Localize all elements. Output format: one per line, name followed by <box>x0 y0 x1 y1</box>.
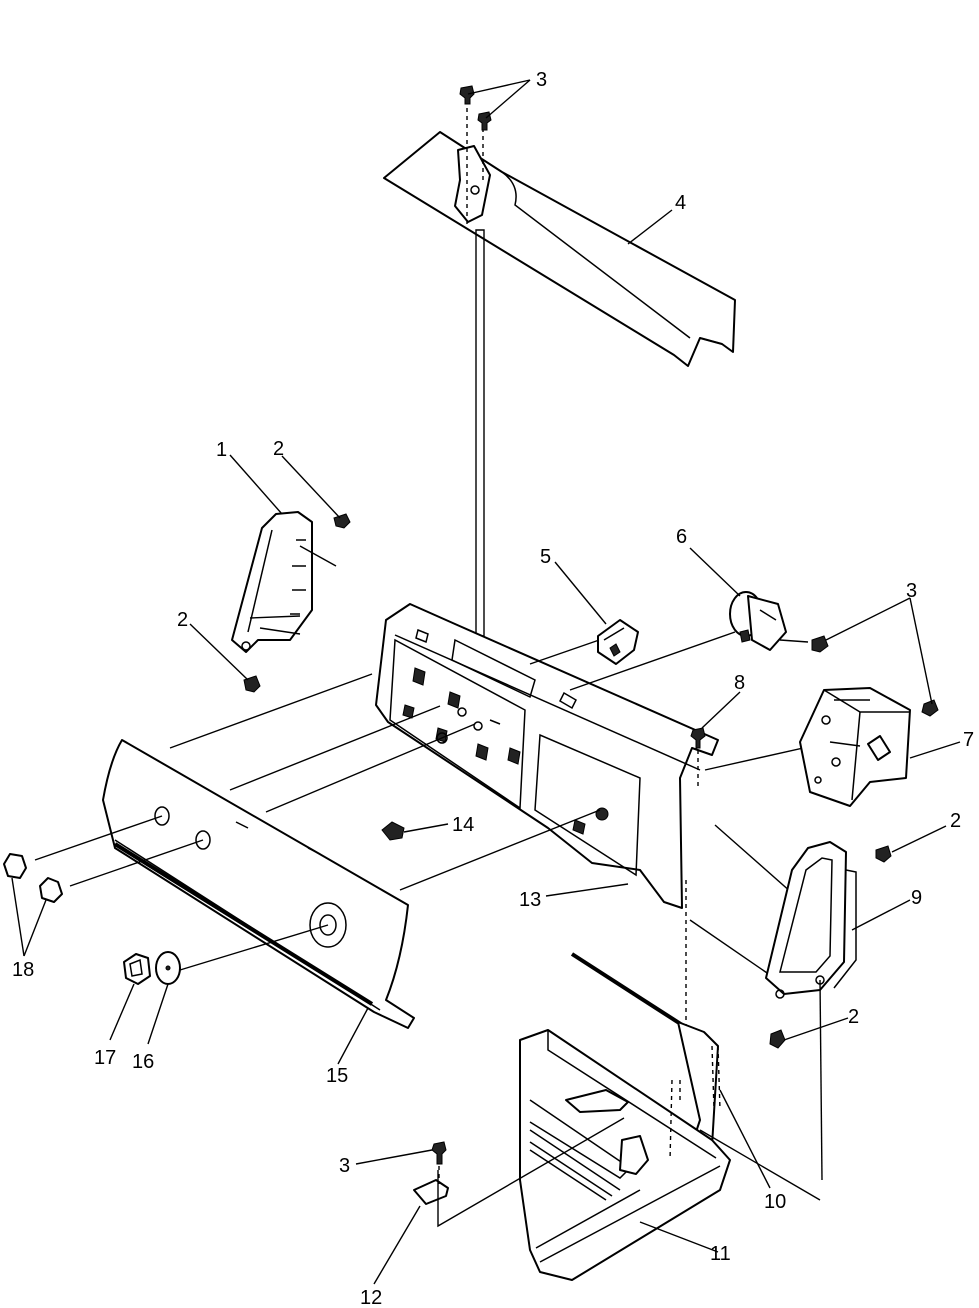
part-2-screw <box>243 513 892 1049</box>
callout-3: 3 <box>906 580 917 602</box>
part-3-screw-bottom <box>431 1141 447 1165</box>
callout-labels: 3 4 1 2 2 5 6 3 8 7 2 9 2 10 11 12 3 13 … <box>12 69 974 1308</box>
callout-13: 13 <box>519 889 541 911</box>
part-9-right-end-cap <box>765 841 857 999</box>
callout-2: 2 <box>848 1006 859 1028</box>
part-16-dial-disc <box>155 951 181 985</box>
callout-15: 15 <box>326 1065 348 1087</box>
callout-4: 4 <box>675 192 686 214</box>
callout-1: 1 <box>216 439 227 461</box>
part-5-switch <box>597 619 639 665</box>
part-13-console-panel <box>375 603 719 909</box>
callout-6: 6 <box>676 526 687 548</box>
callout-5: 5 <box>540 546 551 568</box>
part-7-timer <box>799 687 911 807</box>
part-11-cabinet-top <box>519 979 823 1281</box>
callout-7: 7 <box>963 729 974 751</box>
part-6-pressure-switch <box>729 591 809 651</box>
callout-18: 18 <box>12 959 34 981</box>
part-3-screw-right <box>811 635 829 653</box>
part-15-front-control-panel <box>102 739 415 1029</box>
callout-11: 11 <box>710 1243 731 1265</box>
part-3-screw-right <box>921 699 939 717</box>
callout-3: 3 <box>536 69 547 91</box>
part-18-knob <box>3 853 63 903</box>
callout-12: 12 <box>360 1287 382 1308</box>
callout-8: 8 <box>734 672 745 694</box>
part-17-timer-knob <box>123 953 151 985</box>
callout-16: 16 <box>132 1051 154 1073</box>
guide-line <box>475 229 485 637</box>
callout-9: 9 <box>911 887 922 909</box>
part-14-clip <box>381 821 405 841</box>
callout-17: 17 <box>94 1047 116 1069</box>
callout-2: 2 <box>950 810 961 832</box>
callout-2: 2 <box>273 438 284 460</box>
callout-10: 10 <box>764 1191 786 1213</box>
part-12-clip <box>413 1117 625 1228</box>
leader-lines <box>11 79 961 1285</box>
callout-3: 3 <box>339 1155 350 1177</box>
part-4-console-top-cover <box>383 131 736 367</box>
part-8-screw <box>690 727 706 749</box>
part-1-left-end-cap <box>231 511 337 653</box>
callout-14: 14 <box>452 814 474 836</box>
callout-2: 2 <box>177 609 188 631</box>
